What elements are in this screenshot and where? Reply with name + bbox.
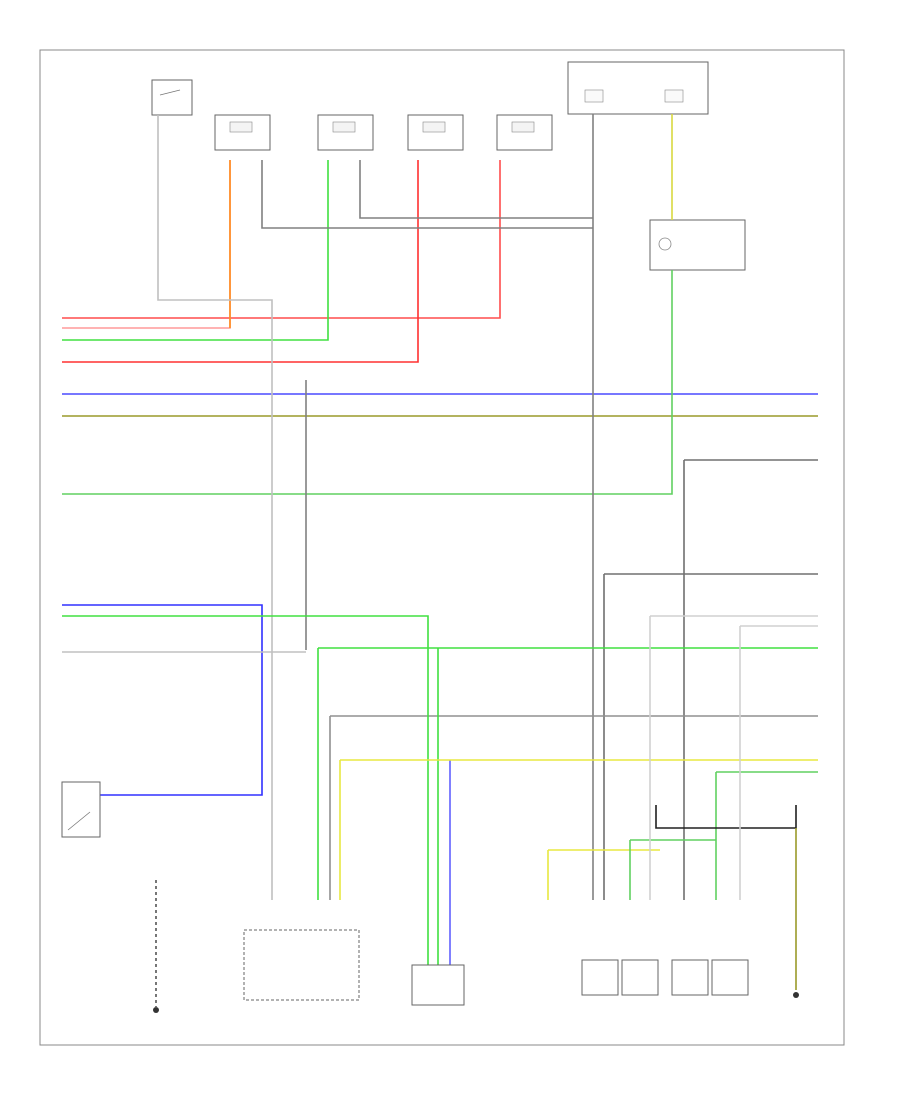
top-connector-3: [407, 114, 464, 151]
diagram-frame: [39, 49, 845, 1046]
sensor-box: [243, 929, 360, 1001]
wire-green-1: [62, 160, 329, 341]
fuse-box: [567, 61, 709, 115]
top-connector-1: [214, 114, 271, 151]
wire-gray-3: [359, 160, 593, 219]
wire-gray-2: [261, 160, 593, 229]
ignition-switch: [151, 79, 193, 116]
wire-gray-4: [157, 115, 273, 900]
fuel-pump-module: [411, 964, 465, 1006]
ground-connector-2: [671, 959, 749, 996]
top-connector-2: [317, 114, 374, 151]
wire-red-1: [62, 160, 501, 319]
wire-red-3: [62, 160, 419, 363]
wire-red-2: [62, 160, 231, 329]
ground-connector-1: [581, 959, 659, 996]
wire-blue-2: [62, 604, 263, 796]
top-connector-4: [496, 114, 553, 151]
wire-black-bundle: [655, 805, 797, 829]
wire-green-3: [62, 615, 429, 970]
ground-point-left: [153, 1007, 159, 1013]
relay-module: [649, 219, 746, 271]
wire-green-2: [62, 270, 673, 495]
speed-sensor-switch: [61, 781, 101, 838]
ground-point-right: [793, 992, 799, 998]
